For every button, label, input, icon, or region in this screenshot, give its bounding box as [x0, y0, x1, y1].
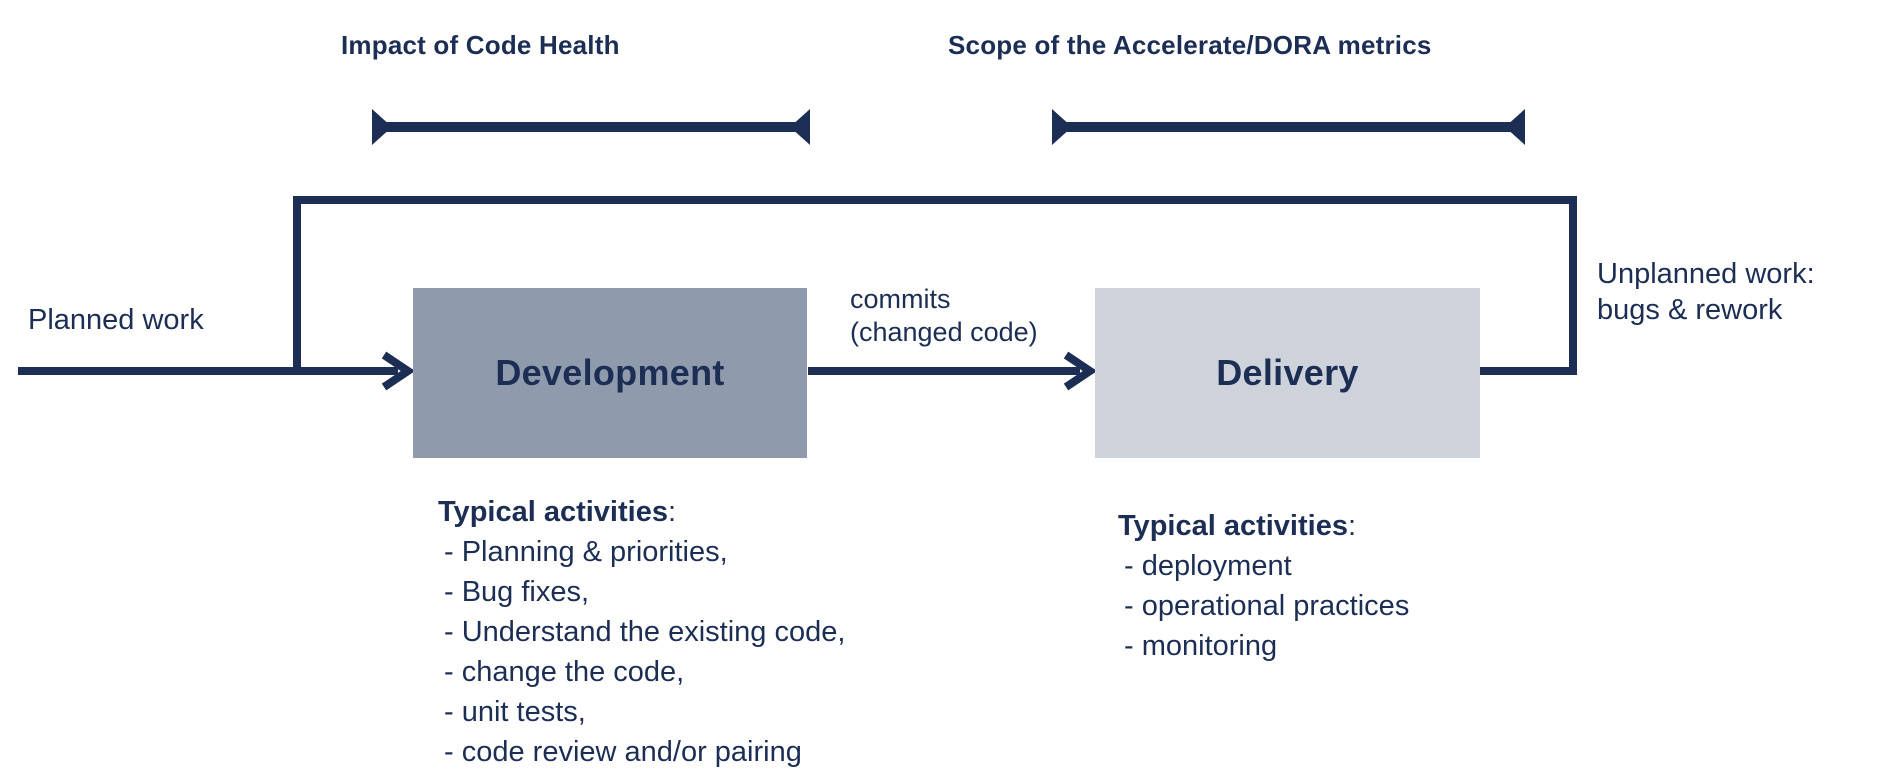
bracket-right-cap-icon	[1505, 109, 1525, 145]
unplanned-work-line1: Unplanned work:	[1597, 258, 1815, 290]
planned-work-arrow	[18, 351, 416, 391]
heading-colon: :	[667, 496, 677, 528]
code-health-bracket	[372, 109, 810, 145]
heading-text: Typical activities	[1118, 510, 1348, 542]
development-box-label: Development	[495, 352, 725, 393]
delivery-activities-list: Typical activities: - deployment - opera…	[1118, 506, 1409, 666]
code-health-scope-title: Impact of Code Health	[341, 30, 620, 60]
list-item: - code review and/or pairing	[444, 736, 802, 768]
delivery-activities-heading: Typical activities:	[1118, 506, 1409, 546]
development-activities-list: Typical activities: - Planning & priorit…	[438, 492, 845, 772]
dora-metrics-bracket	[1052, 109, 1525, 145]
arrowhead-icon	[381, 351, 416, 391]
unplanned-work-line2: bugs & rework	[1597, 294, 1783, 326]
list-item: - deployment	[1124, 550, 1292, 582]
bracket-left-cap-icon	[372, 109, 392, 145]
heading-colon: :	[1347, 510, 1357, 542]
delivery-box: Delivery	[1095, 288, 1480, 458]
list-item: - monitoring	[1124, 630, 1278, 662]
commits-label-line1: commits	[850, 284, 951, 314]
list-item: - Bug fixes,	[444, 576, 590, 608]
dora-metrics-scope-title: Scope of the Accelerate/DORA metrics	[948, 30, 1432, 60]
planned-work-label: Planned work	[28, 304, 204, 336]
commits-arrow	[808, 351, 1098, 391]
commits-label-line2: (changed code)	[850, 317, 1038, 347]
unplanned-work-label: Unplanned work: bugs & rework	[1597, 256, 1815, 328]
list-item: - Planning & priorities,	[444, 536, 728, 568]
commits-label: commits (changed code)	[850, 283, 1038, 349]
list-item: - operational practices	[1124, 590, 1410, 622]
list-item: - unit tests,	[444, 696, 586, 728]
development-activities-heading: Typical activities:	[438, 492, 845, 532]
arrowhead-icon	[1063, 351, 1098, 391]
heading-text: Typical activities	[438, 496, 668, 528]
delivery-box-label: Delivery	[1216, 352, 1359, 393]
development-box: Development	[413, 288, 807, 458]
list-item: - Understand the existing code,	[444, 616, 846, 648]
bracket-left-cap-icon	[1052, 109, 1072, 145]
bracket-right-cap-icon	[790, 109, 810, 145]
list-item: - change the code,	[444, 656, 685, 688]
